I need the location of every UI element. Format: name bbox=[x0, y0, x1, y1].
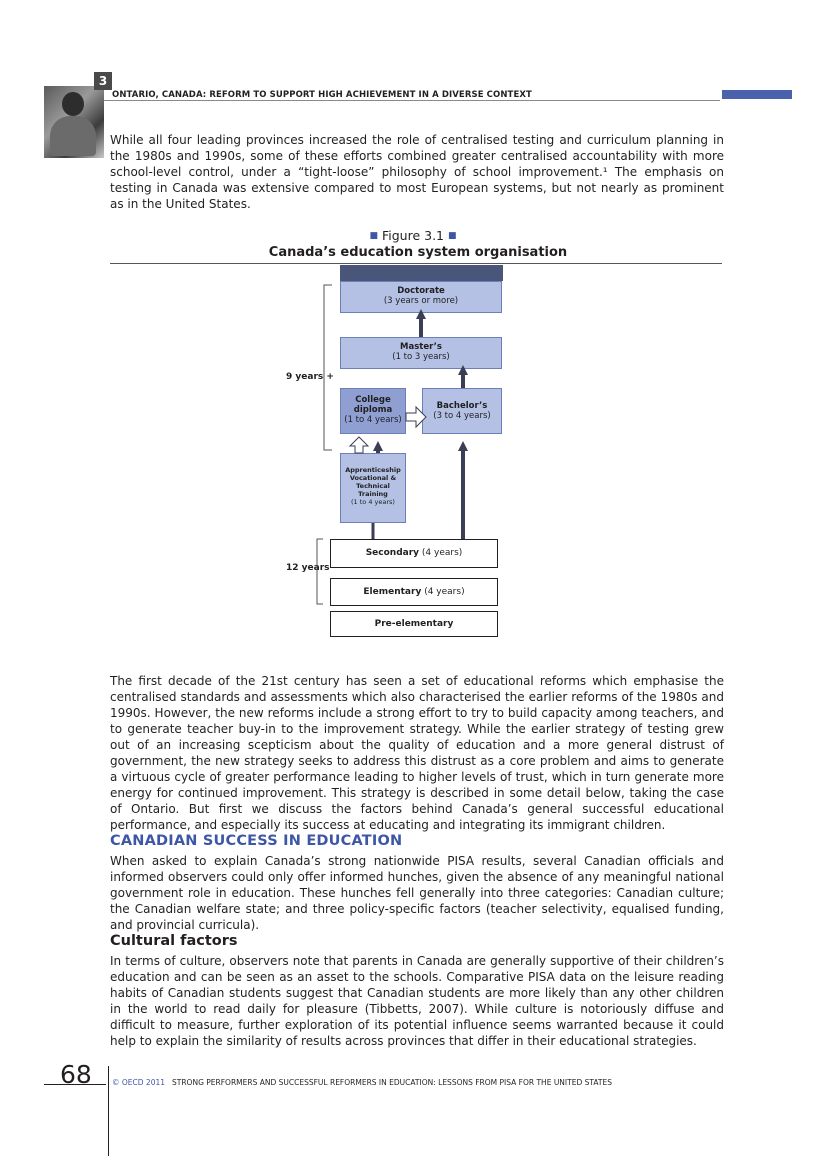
running-header: ONTARIO, CANADA: REFORM TO SUPPORT HIGH … bbox=[112, 90, 532, 100]
side-label-lower: 12 years bbox=[286, 563, 330, 573]
header-photo bbox=[44, 86, 104, 158]
secondary-name: Secondary bbox=[365, 548, 420, 558]
bachelors-years: (3 to 4 years) bbox=[433, 411, 491, 421]
elementary-years: (4 years) bbox=[424, 587, 465, 597]
sub-heading: Cultural factors bbox=[110, 933, 238, 949]
hollow-arrow-right bbox=[405, 405, 427, 429]
body-paragraph-2: The first decade of the 21st century has… bbox=[110, 674, 724, 832]
app-line4: Training bbox=[358, 490, 388, 498]
app-years: (1 to 4 years) bbox=[351, 498, 395, 506]
preelementary-box: Pre-elementary bbox=[330, 611, 498, 637]
figure-rule bbox=[110, 263, 722, 264]
college-years: (1 to 4 years) bbox=[344, 415, 402, 425]
photo-figure-body bbox=[50, 116, 96, 156]
body-paragraph-4: In terms of culture, observers note that… bbox=[110, 954, 724, 1048]
hollow-arrow-up bbox=[348, 436, 370, 454]
app-line3: Technical bbox=[356, 482, 390, 490]
secondary-box: Secondary (4 years) bbox=[330, 539, 498, 568]
preelementary-name: Pre-elementary bbox=[374, 619, 454, 629]
side-label-upper: 9 years + bbox=[286, 372, 334, 382]
bracket-lower bbox=[316, 538, 323, 605]
elementary-box: Elementary (4 years) bbox=[330, 578, 498, 606]
intro-paragraph: While all four leading provinces increas… bbox=[110, 133, 724, 211]
college-box: College diploma (1 to 4 years) bbox=[340, 388, 406, 434]
bullet-square-icon: ■ bbox=[369, 231, 378, 241]
figure-label-text: Figure 3.1 bbox=[381, 228, 445, 243]
diagram-top-band bbox=[340, 265, 503, 281]
elementary-name: Elementary bbox=[363, 587, 422, 597]
header-rule bbox=[104, 100, 720, 101]
apprenticeship-box: Apprenticeship Vocational & Technical Tr… bbox=[340, 453, 406, 523]
college-line2: diploma bbox=[353, 405, 393, 415]
footer-copyright: © OECD 2011 bbox=[112, 1078, 166, 1087]
app-line1: Apprenticeship bbox=[345, 466, 401, 474]
figure-title: Canada’s education system organisation bbox=[268, 245, 568, 260]
header-accent-bar bbox=[722, 90, 792, 99]
masters-years: (1 to 3 years) bbox=[392, 352, 450, 362]
masters-name: Master’s bbox=[400, 342, 442, 352]
secondary-years: (4 years) bbox=[421, 548, 463, 558]
bracket-upper bbox=[323, 284, 332, 451]
section-heading: CANADIAN SUCCESS IN EDUCATION bbox=[110, 833, 403, 849]
figure-label: ■ Figure 3.1 ■ bbox=[0, 228, 826, 243]
doctorate-name: Doctorate bbox=[397, 286, 445, 296]
footer-rule bbox=[44, 1084, 106, 1085]
diagram-connectors bbox=[316, 284, 468, 605]
app-line2: Vocational & bbox=[349, 474, 397, 482]
masters-box: Master’s (1 to 3 years) bbox=[340, 337, 502, 369]
page-number: 68 bbox=[60, 1060, 92, 1089]
bullet-square-icon: ■ bbox=[448, 231, 457, 241]
body-paragraph-3: When asked to explain Canada’s strong na… bbox=[110, 854, 724, 932]
college-line1: College bbox=[355, 395, 391, 405]
bachelors-name: Bachelor’s bbox=[436, 401, 488, 411]
chapter-number: 3 bbox=[94, 72, 112, 90]
photo-figure-head bbox=[62, 92, 84, 116]
footer-title: STRONG PERFORMERS AND SUCCESSFUL REFORME… bbox=[172, 1078, 613, 1087]
footer-vertical-rule bbox=[108, 1066, 109, 1156]
doctorate-years: (3 years or more) bbox=[383, 296, 459, 306]
bachelors-box: Bachelor’s (3 to 4 years) bbox=[422, 388, 502, 434]
